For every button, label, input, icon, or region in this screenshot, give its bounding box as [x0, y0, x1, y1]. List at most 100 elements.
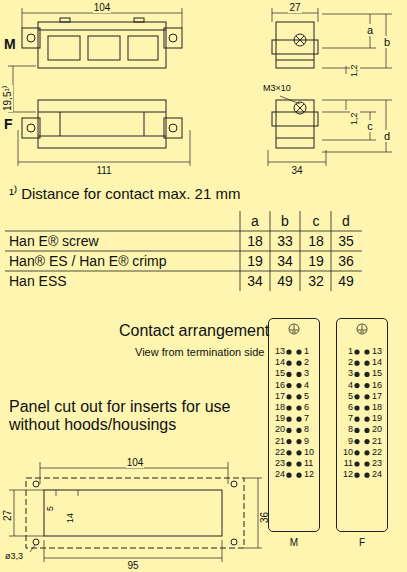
pin-number: 9	[348, 437, 353, 447]
contact-dot	[354, 450, 359, 455]
pin-number: 6	[304, 403, 309, 413]
contact-dot	[354, 383, 359, 388]
contact-dot	[286, 394, 291, 399]
insert-bottom-view	[22, 118, 40, 138]
insert-top-view	[22, 18, 182, 68]
insert-top-view	[48, 36, 80, 60]
insert-side-views	[276, 22, 314, 68]
pin-number: 2	[304, 358, 309, 368]
pin-number: 20	[275, 425, 285, 435]
insert-top-view	[134, 18, 144, 22]
insert-top-view	[164, 28, 182, 48]
contact-dot	[286, 473, 291, 478]
contact-dot	[286, 439, 291, 444]
table-cell: 49	[337, 274, 355, 289]
pin-number: 2	[348, 358, 353, 368]
contact-dot	[286, 461, 291, 466]
table-cell: 34	[276, 254, 294, 269]
table-grid	[5, 271, 362, 272]
contact-dot	[286, 450, 291, 455]
dimension-lines	[268, 162, 326, 163]
contact-dot	[364, 428, 369, 433]
pin-number: 7	[348, 414, 353, 424]
panel-cutout	[44, 540, 45, 562]
pin-number: 19	[275, 414, 285, 424]
insert-top-view	[22, 28, 40, 48]
earth-symbols	[294, 325, 295, 330]
table-cell: Han® ES / Han E® crimp	[8, 254, 168, 269]
insert-side-views	[296, 104, 304, 112]
panel-cutout	[40, 462, 41, 484]
insert-side-views	[294, 102, 306, 114]
contact-dot	[364, 361, 369, 366]
pin-number: 16	[275, 381, 285, 391]
contact-dot	[364, 461, 369, 466]
contact-dot	[286, 428, 291, 433]
footnote: ¹⁾ Distance for contact max. 21 mm	[8, 186, 241, 203]
contact-dot	[354, 439, 359, 444]
dimension-label: 104	[126, 457, 145, 468]
earth-symbols	[289, 324, 299, 334]
insert-bottom-view	[38, 100, 166, 148]
table-cell: 49	[276, 274, 294, 289]
contact-dot	[364, 394, 369, 399]
pin-number: 20	[372, 425, 382, 435]
dimension-lines	[22, 8, 23, 28]
panel-cutout	[9, 536, 44, 537]
earth-symbols	[289, 324, 367, 334]
pin-number: 5	[304, 392, 309, 402]
insert-side-views	[296, 104, 304, 112]
contact-dot	[296, 394, 301, 399]
pin-number: 22	[275, 448, 285, 458]
contact-dot	[354, 405, 359, 410]
pin-number: 8	[304, 425, 309, 435]
dimension-lines	[182, 8, 183, 28]
pin-number: 23	[275, 459, 285, 469]
pin-number: 18	[275, 403, 285, 413]
pin-number: 22	[372, 448, 382, 458]
pin-number: 24	[372, 470, 382, 480]
panel-cutout	[44, 558, 222, 559]
pin-number: 21	[275, 437, 285, 447]
dimension-lines	[8, 66, 36, 67]
insert-top-view	[27, 34, 35, 42]
insert-top-view	[38, 30, 166, 31]
table-cell: b	[280, 214, 290, 229]
contact-dot	[354, 461, 359, 466]
insert-side-views	[272, 40, 318, 54]
dimension-label: 1,2	[350, 111, 360, 126]
contact-dot	[364, 417, 369, 422]
pin-number: 18	[372, 403, 382, 413]
insert-side-views	[272, 112, 318, 126]
insert-bottom-view	[164, 118, 182, 138]
contact-dot	[296, 405, 301, 410]
pin-number: 10	[304, 448, 314, 458]
panel-cutout	[33, 481, 39, 487]
dimension-label: M	[3, 37, 17, 52]
pin-number: 15	[275, 369, 285, 379]
dimension-label: M3×10	[262, 84, 292, 94]
dimension-label: d	[383, 130, 391, 142]
dimension-label: c	[366, 120, 374, 132]
dimension-label: F	[3, 117, 14, 132]
table-cell: 32	[307, 274, 325, 289]
contact-dot	[296, 428, 301, 433]
dimension-lines	[8, 8, 392, 166]
dimension-label: 14	[66, 512, 76, 524]
table-cell: 34	[246, 274, 264, 289]
earth-symbols	[358, 330, 366, 331]
contact-dot	[296, 372, 301, 377]
panel-cutout	[78, 490, 79, 496]
contact-dot	[296, 349, 301, 354]
panel-cutout	[33, 539, 39, 545]
insert-side-views	[296, 36, 304, 44]
insert-label: F	[359, 537, 365, 548]
insert-side-views	[296, 36, 304, 44]
pin-number: 17	[275, 392, 285, 402]
panel-cutout	[244, 548, 262, 549]
dimension-lines	[322, 140, 376, 141]
table-grid	[5, 251, 362, 252]
dimension-label: ø3,3	[4, 552, 24, 562]
pin-number: 17	[372, 392, 382, 402]
